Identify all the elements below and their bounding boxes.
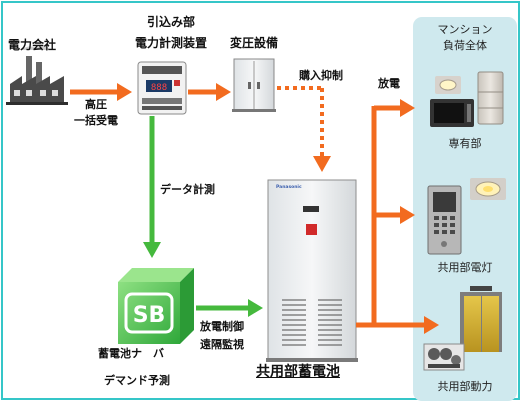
bulk-receiving-line2: 一括受電 [74, 114, 118, 127]
arrow-head [400, 206, 415, 224]
storage-navigator-cube: SB [118, 268, 194, 344]
arrow-head [248, 299, 263, 317]
mansion-label-line1: マンション [437, 23, 493, 36]
pump-motor-icon [423, 343, 465, 371]
intercom-panel-icon [427, 185, 462, 255]
control-label-line1: 放電制御 [200, 320, 244, 333]
power-company-label: 電力会社 [8, 38, 57, 52]
shared-battery-cabinet: Panasonic [266, 179, 358, 362]
shared-light-icon [470, 178, 506, 200]
transformer-label: 変圧設備 [230, 36, 279, 50]
shared-lighting-label: 共用部電灯 [437, 261, 493, 274]
mansion-label-line2: 負荷全体 [443, 39, 487, 52]
control-label-line2: 遠隔監視 [200, 338, 244, 351]
purchase-suppression-arrow [277, 86, 324, 158]
microwave-icon [430, 99, 474, 127]
shared-power-label: 共用部動力 [437, 380, 493, 393]
elevator-icon [460, 286, 502, 352]
svg-text:888: 888 [151, 83, 167, 93]
sb-logo-text: SB [133, 303, 166, 328]
arrow-head [400, 99, 415, 117]
svg-text:Panasonic: Panasonic [276, 184, 302, 190]
storage-navigator-label: 蓄電池ナ バ [98, 347, 164, 360]
demand-forecast-label: デマンド予測 [104, 374, 170, 387]
arrow-head [424, 316, 439, 334]
bulk-receiving-line1: 高圧 [85, 98, 107, 111]
data-measurement-label: データ計測 [160, 183, 215, 196]
private-area-label: 専有部 [448, 137, 482, 150]
arrow-head [313, 156, 331, 172]
power-meter-device: 888 [137, 61, 187, 115]
power-plant-icon [6, 45, 68, 105]
arrow-head [143, 242, 161, 258]
transformer-cabinet [232, 58, 276, 112]
discharge-label: 放電 [378, 77, 400, 90]
arrow-head [117, 83, 132, 101]
meter-label-line2: 電力計測装置 [134, 36, 207, 50]
meter-label-line1: 引込み部 [146, 15, 195, 29]
data-control-arrows [149, 116, 250, 311]
discharge-arrows [356, 105, 425, 328]
ceiling-light-icon [435, 76, 461, 94]
purchase-suppression-label: 購入抑制 [299, 69, 343, 82]
refrigerator-icon [477, 71, 504, 125]
shared-battery-label: 共用部蓄電池 [256, 364, 340, 380]
arrow-head [216, 83, 231, 101]
